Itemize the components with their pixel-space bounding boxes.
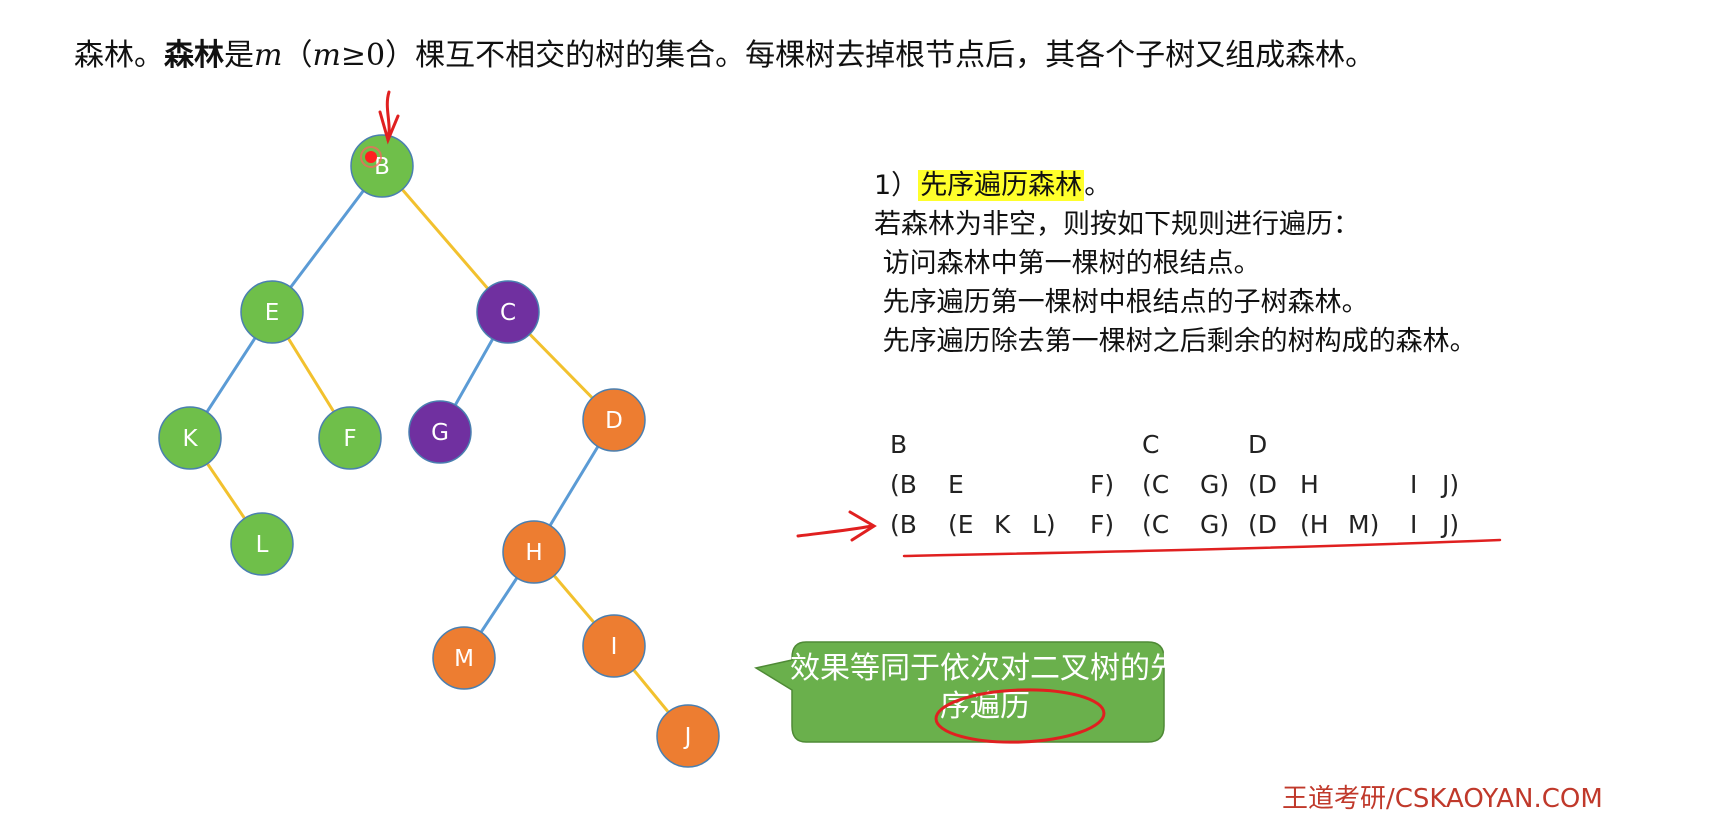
tree-node-J: J <box>656 704 720 768</box>
tree-node-L: L <box>230 512 294 576</box>
preorder-forest-rules: 1）先序遍历森林。 若森林为非空，则按如下规则进行遍历： 访问森林中第一棵树的根… <box>874 166 1477 361</box>
tree-node-label: F <box>343 426 356 452</box>
tree-node-label: E <box>265 300 280 326</box>
tree-node-label: I <box>611 634 618 660</box>
callout-text: 效果等同于依次对二叉树的先序遍历 <box>790 651 1180 724</box>
tree-node-circle <box>656 704 720 768</box>
sequence-token: (D <box>1248 510 1278 539</box>
sequence-token: H <box>1300 470 1319 499</box>
definition-text: 森林。森林是m（m≥0）棵互不相交的树的集合。每棵树去掉根节点后，其各个子树又组… <box>74 30 1375 74</box>
rule-number: 1） <box>874 170 919 201</box>
rule-line: 访问森林中第一棵树的根结点。 <box>874 248 1261 279</box>
rule-line: 若森林为非空，则按如下规则进行遍历： <box>874 209 1360 240</box>
sequence-token: F) <box>1090 470 1115 499</box>
tree-node-label: D <box>605 408 623 434</box>
sequence-token: (E <box>948 510 974 539</box>
tree-node-circle <box>502 520 566 584</box>
definition-part: 是 <box>224 38 254 73</box>
sequence-token: C <box>1142 430 1160 459</box>
sequence-token: (B <box>890 510 917 539</box>
tree-node-circle <box>230 512 294 576</box>
tree-node-circle <box>240 280 304 344</box>
sequence-token: F) <box>1090 510 1115 539</box>
tree-node-D: D <box>582 388 646 452</box>
tree-node-G: G <box>408 400 472 464</box>
math-m: m <box>254 38 283 73</box>
tree-node-label: K <box>182 426 198 452</box>
sequence-token: G) <box>1200 510 1230 539</box>
sequence-token: (H <box>1300 510 1329 539</box>
rule-heading: 1）先序遍历森林。 <box>874 166 1477 205</box>
tree-node-label: C <box>500 300 516 326</box>
rule-title-suffix: 。 <box>1084 170 1112 201</box>
sequence-token: M) <box>1348 510 1380 539</box>
sequence-token: J) <box>1442 470 1460 499</box>
sequence-token: L) <box>1032 510 1056 539</box>
tree-node-label: H <box>525 540 542 566</box>
tree-node-circle <box>476 280 540 344</box>
tree-node-label: L <box>256 532 269 558</box>
tree-node-K: K <box>158 406 222 470</box>
tree-node-circle <box>582 388 646 452</box>
binary-tree-diagram: B E C K F G D L H M I J <box>158 134 720 768</box>
sequence-token: G) <box>1200 470 1230 499</box>
tree-node-label: J <box>683 724 692 750</box>
tree-edge-B-C <box>380 165 510 313</box>
sequence-token: I <box>1410 510 1418 539</box>
math-m: m <box>312 38 341 73</box>
sequence-token: K <box>994 510 1011 539</box>
tree-node-H: H <box>502 520 566 584</box>
rule-line: 先序遍历第一棵树中根结点的子树森林。 <box>874 287 1369 318</box>
tree-node-F: F <box>318 406 382 470</box>
slide: 森林。森林是m（m≥0）棵互不相交的树的集合。每棵树去掉根节点后，其各个子树又组… <box>74 30 1603 814</box>
sequence-token: I <box>1410 470 1418 499</box>
tree-node-label: G <box>431 420 449 446</box>
tree-node-circle <box>408 400 472 464</box>
tree-node-circle <box>158 406 222 470</box>
tree-node-label: M <box>454 646 474 672</box>
rule-line: 先序遍历除去第一棵树之后剩余的树构成的森林。 <box>874 326 1477 357</box>
definition-part: ≥0）棵互不相交的树的集合。每棵树去掉根节点后，其各个子树又组成森林。 <box>340 38 1376 73</box>
footer-watermark: 王道考研/CSKAOYAN.COM <box>1282 784 1603 814</box>
sequence-token: J) <box>1442 510 1460 539</box>
sequence-token: B <box>890 430 908 459</box>
tree-node-M: M <box>432 626 496 690</box>
definition-part: （ <box>282 38 313 73</box>
tree-node-E: E <box>240 280 304 344</box>
tree-node-label: B <box>374 154 390 180</box>
sequence-token: (C <box>1142 510 1170 539</box>
definition-part: 森林。 <box>74 38 164 73</box>
tree-node-B: B <box>350 134 414 198</box>
rule-title-highlighted: 先序遍历森林 <box>918 170 1085 201</box>
tree-node-circle <box>432 626 496 690</box>
sequence-token: (B <box>890 470 917 499</box>
tree-node-circle <box>318 406 382 470</box>
tree-node-I: I <box>582 614 646 678</box>
sequence-token: D <box>1248 430 1268 459</box>
sequence-token: (C <box>1142 470 1170 499</box>
definition-bold-term: 森林 <box>164 38 224 73</box>
sequence-token: (D <box>1248 470 1278 499</box>
sequence-token: E <box>948 470 964 499</box>
tree-node-C: C <box>476 280 540 344</box>
tree-node-circle <box>582 614 646 678</box>
tree-nodes: B E C K F G D L H M I J <box>158 134 720 768</box>
